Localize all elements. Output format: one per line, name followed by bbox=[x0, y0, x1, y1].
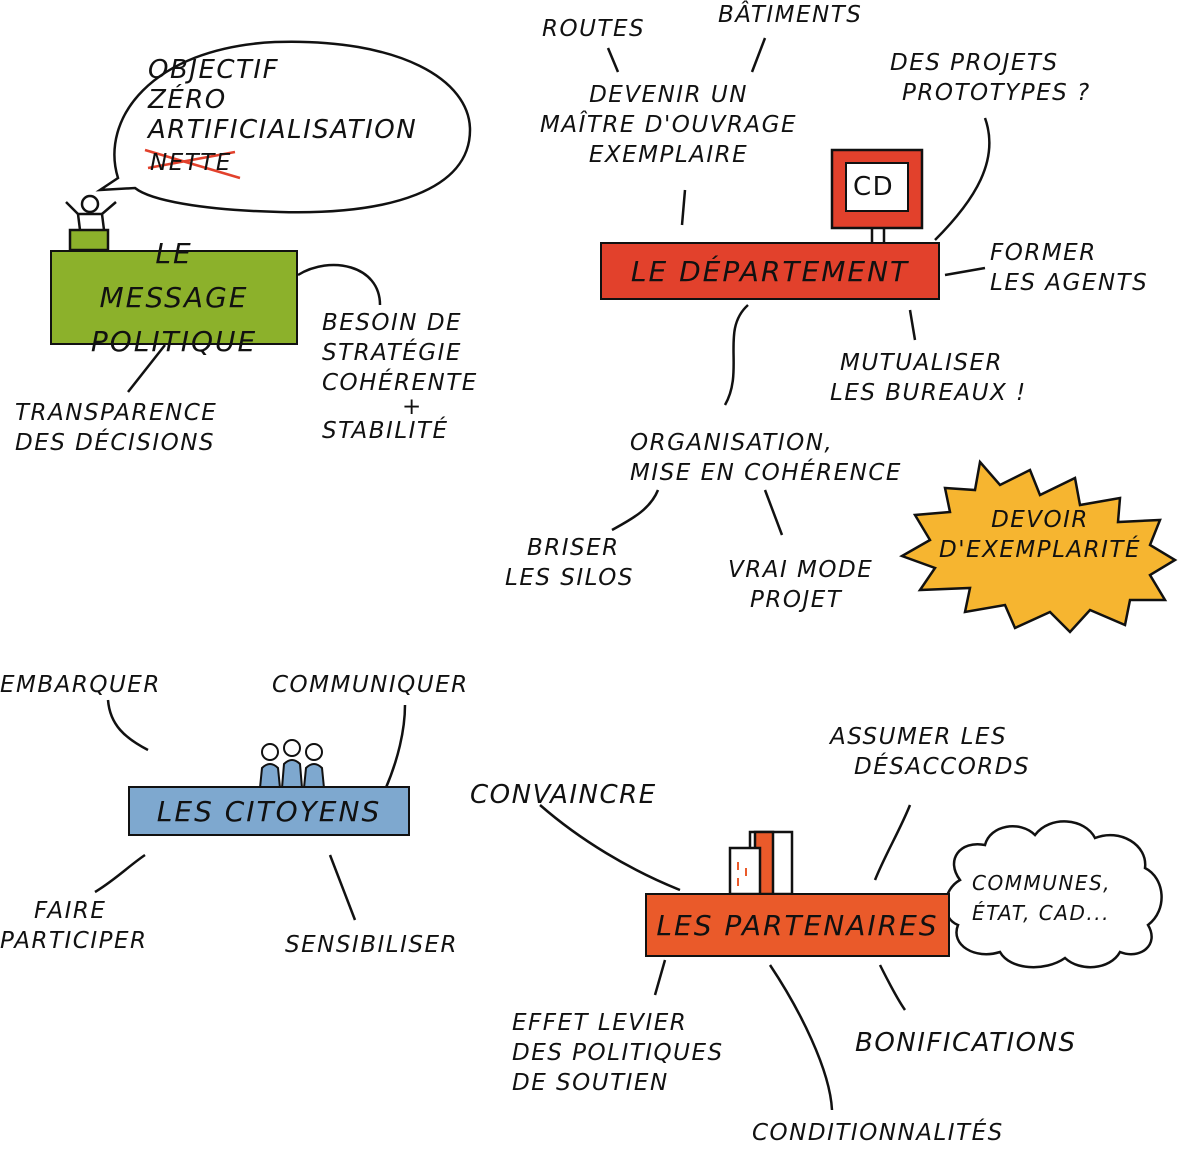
routes-label: ROUTES bbox=[542, 16, 646, 42]
message-politique-block: LE MESSAGE POLITIQUE bbox=[50, 237, 298, 358]
levier-note: EFFET LEVIER DES POLITIQUES DE SOUTIEN bbox=[512, 1010, 724, 1096]
strategy-note: BESOIN DE STRATÉGIE COHÉRENTE + STABILIT… bbox=[322, 310, 478, 444]
convaincre-label: CONVAINCRE bbox=[470, 780, 657, 810]
buildings-icon bbox=[728, 830, 794, 896]
bubble-line-1: OBJECTIF bbox=[148, 55, 280, 85]
monitor-icon bbox=[830, 148, 924, 246]
prototypes-note: DES PROJETS PROTOTYPES ? bbox=[890, 50, 1091, 106]
message-politique-title: LE MESSAGE POLITIQUE bbox=[90, 236, 258, 358]
batiments-label: BÂTIMENTS bbox=[718, 2, 863, 28]
maitre-ouvrage-note: DEVENIR UN MAÎTRE D'OUVRAGE EXEMPLAIRE bbox=[540, 82, 798, 168]
bonifications-label: BONIFICATIONS bbox=[855, 1028, 1077, 1058]
transparency-note: TRANSPARENCE DES DÉCISIONS bbox=[15, 400, 218, 456]
mutualiser-note: MUTUALISER LES BUREAUX ! bbox=[830, 350, 1027, 406]
sensibiliser-label: SENSIBILISER bbox=[285, 932, 458, 958]
communiquer-label: COMMUNIQUER bbox=[272, 672, 469, 698]
citizens-figures bbox=[258, 739, 326, 789]
cloud-note: COMMUNES, ÉTAT, CAD... bbox=[972, 871, 1112, 925]
citoyens-title: LES CITOYENS bbox=[156, 794, 382, 828]
departement-title: LE DÉPARTEMENT bbox=[630, 254, 910, 288]
partenaires-title: LES PARTENAIRES bbox=[656, 908, 939, 942]
partenaires-block: LES PARTENAIRES bbox=[645, 893, 950, 957]
bubble-line-2: ZÉRO bbox=[148, 85, 227, 115]
devoir-note: DEVOIR D'EXEMPLARITÉ bbox=[939, 507, 1141, 563]
former-agents-note: FORMER LES AGENTS bbox=[990, 240, 1149, 296]
devoir-starburst bbox=[899, 459, 1178, 634]
embarquer-label: EMBARQUER bbox=[0, 672, 161, 698]
speaker-figure bbox=[65, 194, 117, 231]
departement-block: LE DÉPARTEMENT bbox=[600, 242, 940, 300]
citoyens-block: LES CITOYENS bbox=[128, 786, 410, 836]
projet-note: VRAI MODE PROJET bbox=[728, 557, 874, 613]
speech-bubble bbox=[95, 40, 472, 214]
organisation-note: ORGANISATION, MISE EN COHÉRENCE bbox=[630, 430, 902, 486]
assumer-note: ASSUMER LES DÉSACCORDS bbox=[830, 724, 1031, 780]
partners-cloud bbox=[944, 820, 1163, 969]
monitor-label: CD bbox=[853, 172, 895, 202]
faire-participer-note: FAIRE PARTICIPER bbox=[0, 898, 148, 954]
bubble-struck-word: NETTE bbox=[150, 150, 232, 176]
conditionnalites-label: CONDITIONNALITÉS bbox=[752, 1120, 1004, 1146]
silos-note: BRISER LES SILOS bbox=[505, 535, 634, 591]
bubble-line-3: ARTIFICIALISATION bbox=[148, 115, 418, 145]
